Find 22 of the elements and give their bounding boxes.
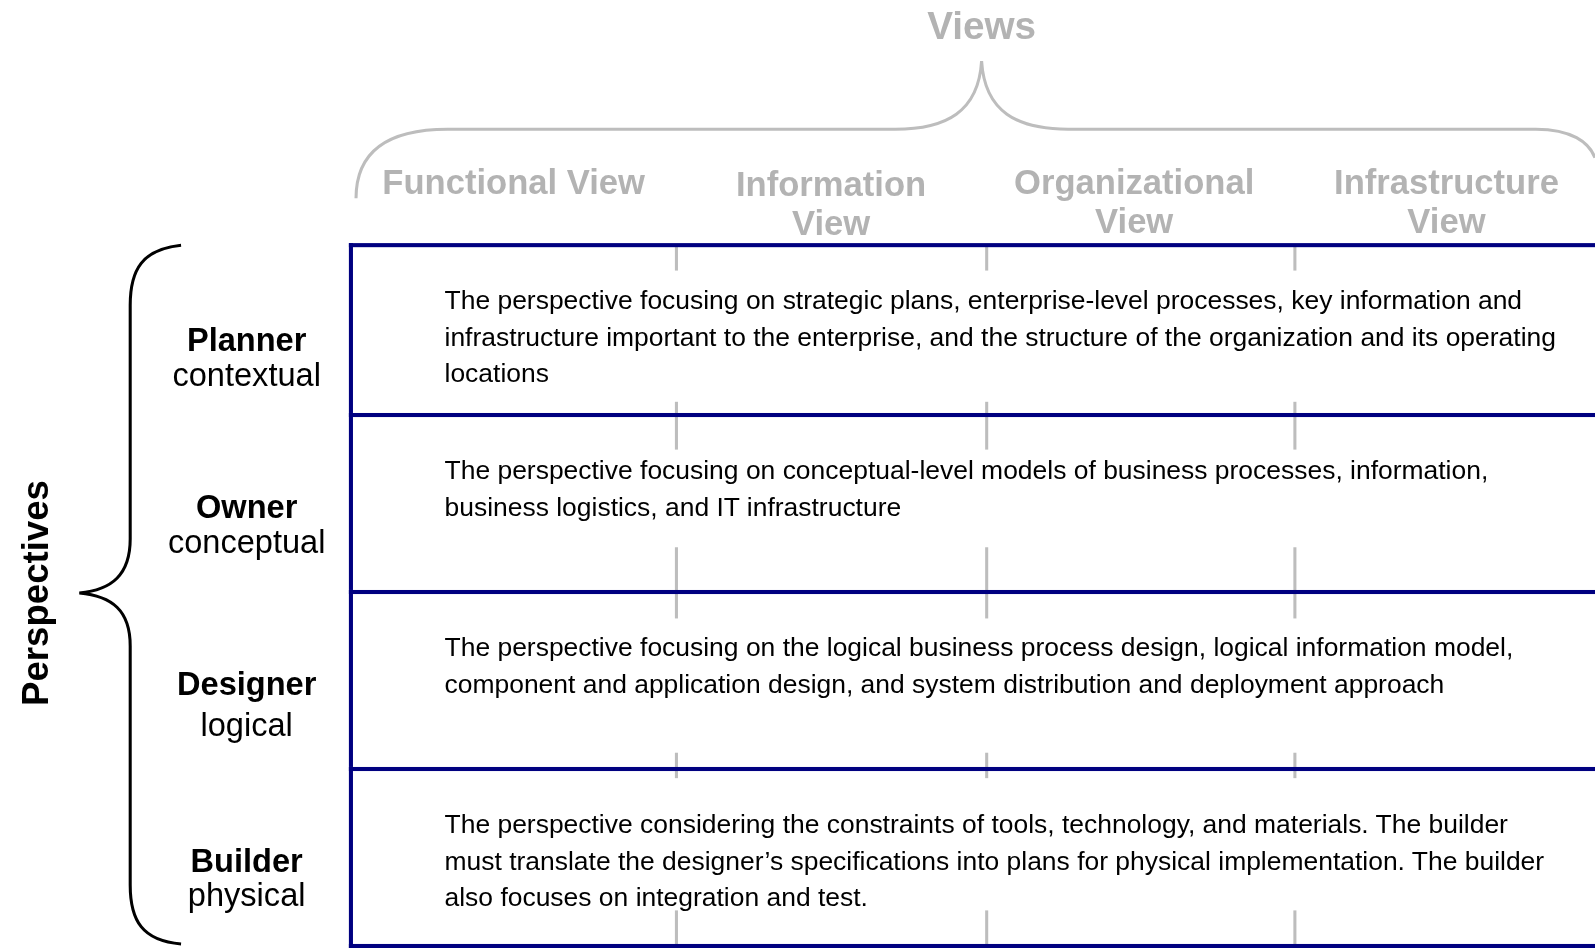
column-header: Organizational View	[1013, 162, 1256, 241]
perspective-row	[348, 766, 1595, 948]
axis-title: Perspectives	[15, 479, 56, 708]
row-description: The perspective focusing on strategic plans, enterprise-level processes, key information and infrastructure important to the enterprise, and the structure of the organization and its operating locations	[444, 283, 1557, 391]
role-name: Builder	[189, 842, 304, 879]
perspective-row	[348, 413, 1595, 590]
role-level: contextual	[171, 356, 322, 393]
perspective-row	[348, 243, 1595, 413]
column-header: Infrastructure View	[1333, 162, 1560, 241]
row-description: The perspective focusing on the logical business process design, logical information model, component and application design, and system distribution and deployment approach	[444, 630, 1515, 701]
role-level: conceptual	[166, 523, 327, 561]
role-level: physical	[186, 876, 307, 914]
perspective-row	[348, 590, 1595, 767]
row-description: The perspective focusing on conceptual-level models of business processes, information, business logistics, and IT infrastructure	[444, 453, 1490, 524]
column-header: Information View	[734, 164, 928, 243]
role-level: logical	[199, 706, 294, 744]
group-title: Views	[926, 6, 1038, 45]
role-name: Designer	[176, 665, 318, 702]
row-description: The perspective considering the constraints of tools, technology, and materials. The builder must translate the designer’s specifications into plans for physical implementation. The builder also focuses on integration and test.	[444, 807, 1546, 915]
column-header: Functional View	[381, 162, 646, 202]
role-name: Owner	[195, 488, 299, 525]
role-name: Planner	[185, 321, 308, 359]
